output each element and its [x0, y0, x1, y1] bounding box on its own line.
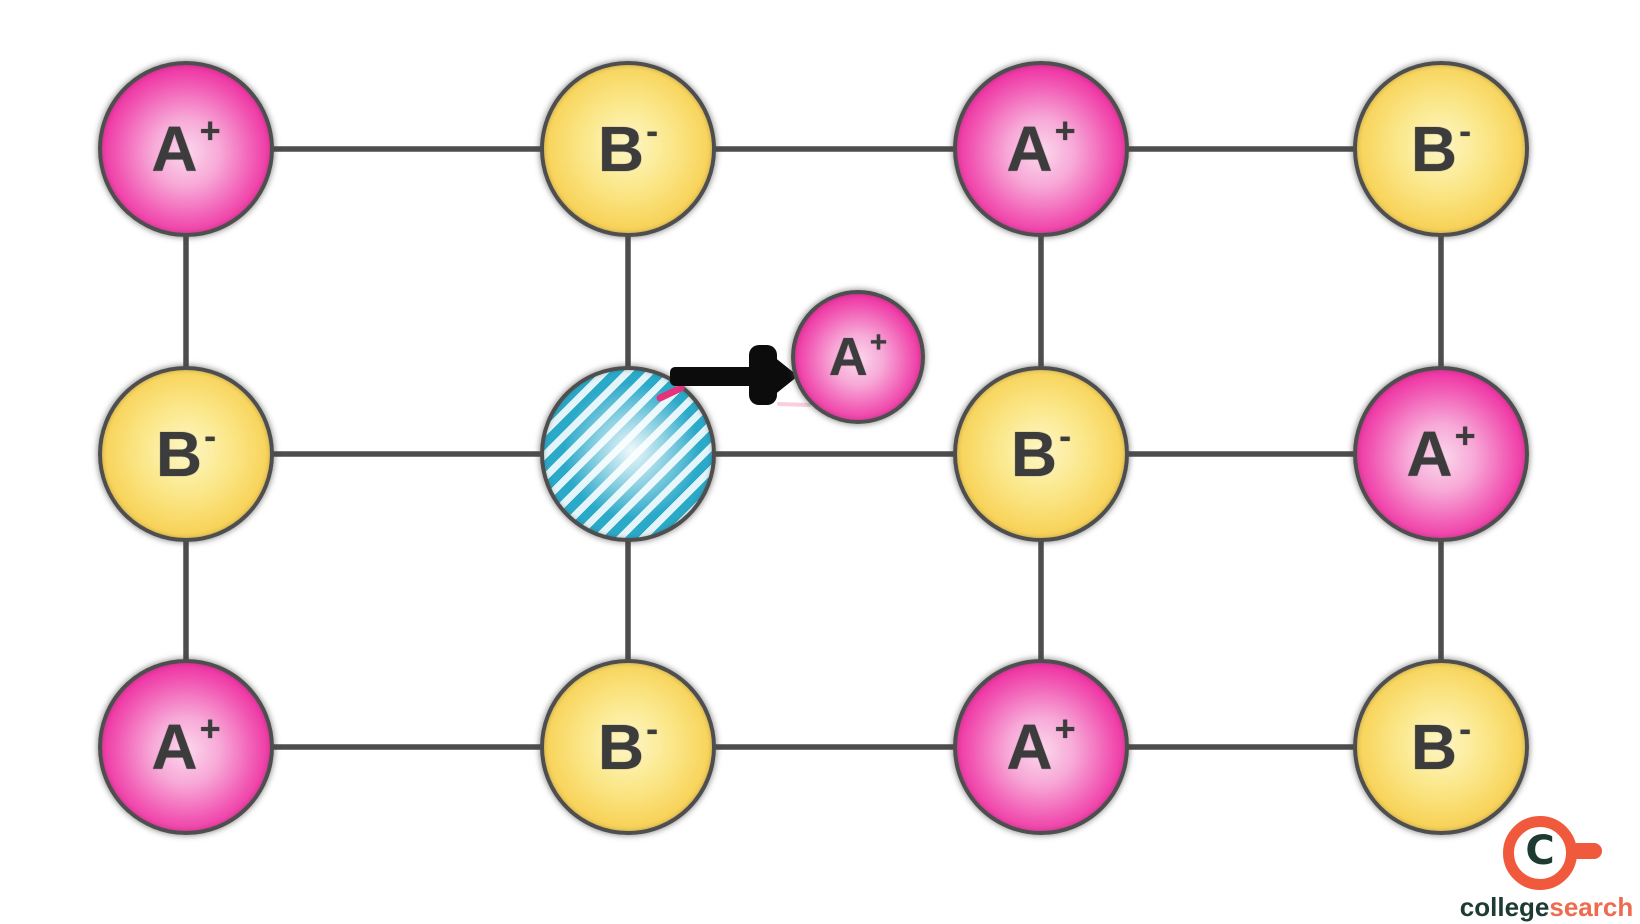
ion-charge: +: [869, 326, 888, 359]
lattice-ion-r0c3: B-: [1353, 61, 1529, 237]
lattice-ion-r1c2: B-: [953, 366, 1129, 542]
ion-symbol: B: [597, 711, 645, 783]
ion-symbol: B: [1410, 711, 1458, 783]
ion-symbol: A: [151, 711, 198, 783]
ion-symbol: A: [1006, 711, 1053, 783]
ion-charge: +: [1054, 110, 1076, 151]
logo-letter: C: [1525, 828, 1555, 874]
lattice-ion-r1c0: B-: [98, 366, 274, 542]
lattice-ion-r0c1: B-: [540, 61, 716, 237]
arrow-shaft: [670, 367, 766, 386]
vacancy-edge-mark: [656, 384, 685, 402]
displacement-arrow: [670, 345, 798, 405]
logo-wordmark: collegesearch: [1459, 892, 1634, 923]
ion-charge: -: [1059, 415, 1072, 456]
ion-symbol: A: [151, 113, 198, 185]
ion-charge: +: [1454, 415, 1476, 456]
logo-word-search: search: [1549, 892, 1634, 922]
logo-word-college: college: [1459, 892, 1550, 922]
lattice-ion-r1c3: A+: [1353, 366, 1529, 542]
logo-magnifier-handle-icon: [1573, 843, 1602, 859]
logo-magnifier-ring-icon: C: [1503, 816, 1577, 890]
ion-charge: +: [1054, 708, 1076, 749]
ion-charge: -: [1459, 110, 1472, 151]
vacancy-site: [540, 366, 716, 542]
lattice-ion-r2c0: A+: [98, 659, 274, 835]
ion-symbol: B: [155, 418, 203, 490]
ion-charge: -: [204, 415, 217, 456]
lattice-ion-r0c2: A+: [953, 61, 1129, 237]
ion-symbol: B: [1010, 418, 1058, 490]
arrow-head: [763, 348, 798, 404]
ion-symbol: B: [597, 113, 645, 185]
ion-symbol: A: [828, 327, 868, 387]
ion-charge: +: [199, 708, 221, 749]
ion-charge: -: [646, 708, 659, 749]
lattice-ion-r2c2: A+: [953, 659, 1129, 835]
lattice-ion-r2c3: B-: [1353, 659, 1529, 835]
ion-charge: -: [646, 110, 659, 151]
lattice-ion-r0c0: A+: [98, 61, 274, 237]
faint-artifact-mark: [777, 402, 811, 407]
ion-symbol: A: [1406, 418, 1453, 490]
ion-symbol: A: [1006, 113, 1053, 185]
ion-charge: -: [1459, 708, 1472, 749]
lattice-ion-r2c1: B-: [540, 659, 716, 835]
interstitial-ion: A+: [791, 290, 925, 424]
ion-charge: +: [199, 110, 221, 151]
ion-symbol: B: [1410, 113, 1458, 185]
